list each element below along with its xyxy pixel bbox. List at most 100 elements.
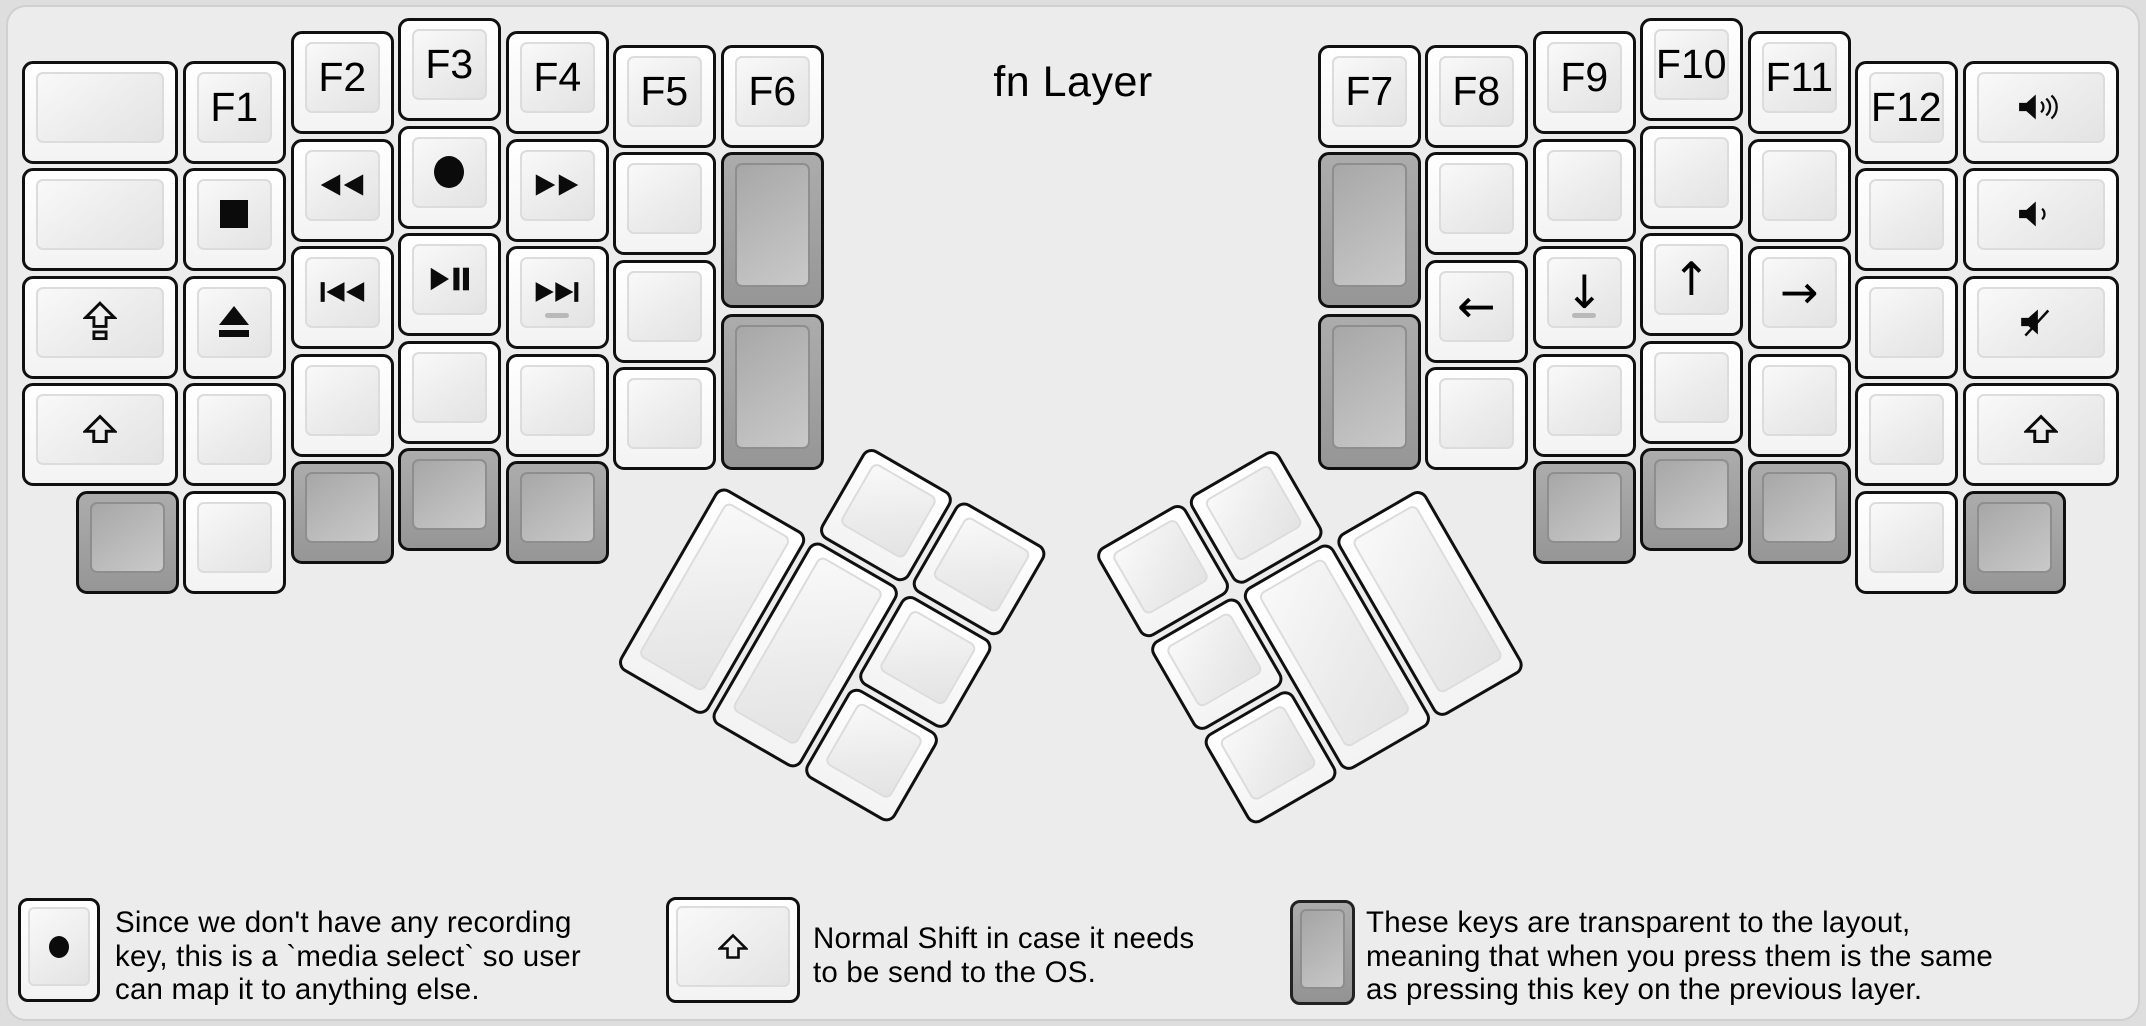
legend-line: meaning that when you press them is the …: [1366, 939, 1993, 973]
key-blank[interactable]: [1748, 354, 1851, 457]
key-f8[interactable]: F8: [1425, 45, 1528, 148]
key-rewind[interactable]: [291, 139, 394, 242]
keycap-surface: ↓: [1547, 257, 1622, 328]
key-volume-down[interactable]: [1963, 168, 2120, 271]
keycap-surface: [520, 257, 595, 328]
key-transparent[interactable]: [1533, 461, 1636, 564]
keycap-surface: [28, 907, 90, 986]
key-transparent[interactable]: [1318, 314, 1421, 471]
legend-line: These keys are transparent to the layout…: [1366, 906, 1911, 939]
key-transparent[interactable]: [1640, 448, 1743, 551]
key-label: F9: [1560, 53, 1609, 100]
keycap-surface: [676, 906, 790, 987]
keycap-surface: [305, 365, 380, 436]
keycap-surface: [1762, 150, 1837, 221]
keycap-surface: [1977, 72, 2106, 143]
key-blank[interactable]: [291, 354, 394, 457]
legend-line: as pressing this key on the previous lay…: [1366, 973, 1923, 1006]
key-blank[interactable]: [613, 260, 716, 363]
key-blank[interactable]: [398, 341, 501, 444]
key-transparent[interactable]: [76, 491, 179, 594]
key-blank[interactable]: [613, 152, 716, 255]
key-f11[interactable]: F11: [1748, 31, 1851, 134]
keycap-surface: [735, 163, 810, 288]
key-blank[interactable]: [22, 168, 179, 271]
keycap-surface: [36, 394, 165, 465]
key-prev-track[interactable]: [291, 246, 394, 349]
key-blank[interactable]: [183, 383, 286, 486]
keycap-surface: [1654, 459, 1729, 530]
keycap-surface: ↑: [1654, 244, 1729, 315]
keycap-surface: [1300, 909, 1345, 989]
keycap-surface: [1977, 394, 2106, 465]
prev-track-icon: [320, 282, 365, 303]
keycap-surface: F3: [412, 29, 487, 100]
key-caps-lock[interactable]: [22, 276, 179, 379]
key-blank[interactable]: [183, 491, 286, 594]
key-blank[interactable]: [1425, 152, 1528, 255]
key-blank[interactable]: [1855, 383, 1958, 486]
key-blank[interactable]: [1640, 126, 1743, 229]
keycap-surface: [627, 163, 702, 234]
keycap-surface: [520, 472, 595, 543]
key-arrow-up[interactable]: ↑: [1640, 233, 1743, 336]
key-transparent[interactable]: [1318, 152, 1421, 309]
keycap-surface: [305, 150, 380, 221]
key-shift[interactable]: [22, 383, 179, 486]
key-blank[interactable]: [1533, 139, 1636, 242]
key-f12[interactable]: F12: [1855, 61, 1958, 164]
keycap-surface: F1: [197, 72, 272, 143]
key-blank[interactable]: [1855, 276, 1958, 379]
key-volume-up[interactable]: [1963, 61, 2120, 164]
key-f3[interactable]: F3: [398, 18, 501, 121]
key-f10[interactable]: F10: [1640, 18, 1743, 121]
key-next-track[interactable]: [506, 246, 609, 349]
key-f7[interactable]: F7: [1318, 45, 1421, 148]
key-blank[interactable]: [22, 61, 179, 164]
key-arrow-down[interactable]: ↓: [1533, 246, 1636, 349]
keycap-surface: [1439, 378, 1514, 449]
key-transparent[interactable]: [721, 314, 824, 471]
key-blank[interactable]: [613, 367, 716, 470]
key-stop[interactable]: [183, 168, 286, 271]
key-play-pause[interactable]: [398, 233, 501, 336]
key-eject[interactable]: [183, 276, 286, 379]
key-label: F3: [425, 40, 474, 87]
key-transparent[interactable]: [506, 461, 609, 564]
key-f2[interactable]: F2: [291, 31, 394, 134]
record-icon: [434, 156, 465, 189]
key-f4[interactable]: F4: [506, 31, 609, 134]
keycap-surface: F12: [1869, 72, 1944, 143]
key-label: F8: [1452, 67, 1501, 114]
key-blank[interactable]: [506, 354, 609, 457]
keycap-surface: [305, 257, 380, 328]
key-arrow-left[interactable]: ←: [1425, 260, 1528, 363]
key-f6[interactable]: F6: [721, 45, 824, 148]
key-f1[interactable]: F1: [183, 61, 286, 164]
keycap-surface: [1762, 472, 1837, 543]
key-blank[interactable]: [1533, 354, 1636, 457]
key-transparent[interactable]: [1748, 461, 1851, 564]
key-transparent[interactable]: [398, 448, 501, 551]
key-mute[interactable]: [1963, 276, 2120, 379]
legend-line: Since we don't have any recording: [115, 906, 572, 939]
key-blank[interactable]: [1640, 341, 1743, 444]
key-transparent[interactable]: [1963, 491, 2066, 594]
key-blank[interactable]: [1855, 491, 1958, 594]
key-f9[interactable]: F9: [1533, 31, 1636, 134]
play-pause-icon: [430, 267, 470, 291]
key-record[interactable]: [398, 126, 501, 229]
key-transparent[interactable]: [291, 461, 394, 564]
key-blank[interactable]: [1425, 367, 1528, 470]
key-arrow-right[interactable]: →: [1748, 246, 1851, 349]
key-shift[interactable]: [1963, 383, 2120, 486]
keycap-surface: [1547, 472, 1622, 543]
key-blank[interactable]: [1855, 168, 1958, 271]
key-fast-forward[interactable]: [506, 139, 609, 242]
keycap-surface: [1869, 502, 1944, 573]
homing-dash: [1572, 312, 1597, 318]
key-blank[interactable]: [1748, 139, 1851, 242]
key-transparent[interactable]: [721, 152, 824, 309]
key-f5[interactable]: F5: [613, 45, 716, 148]
